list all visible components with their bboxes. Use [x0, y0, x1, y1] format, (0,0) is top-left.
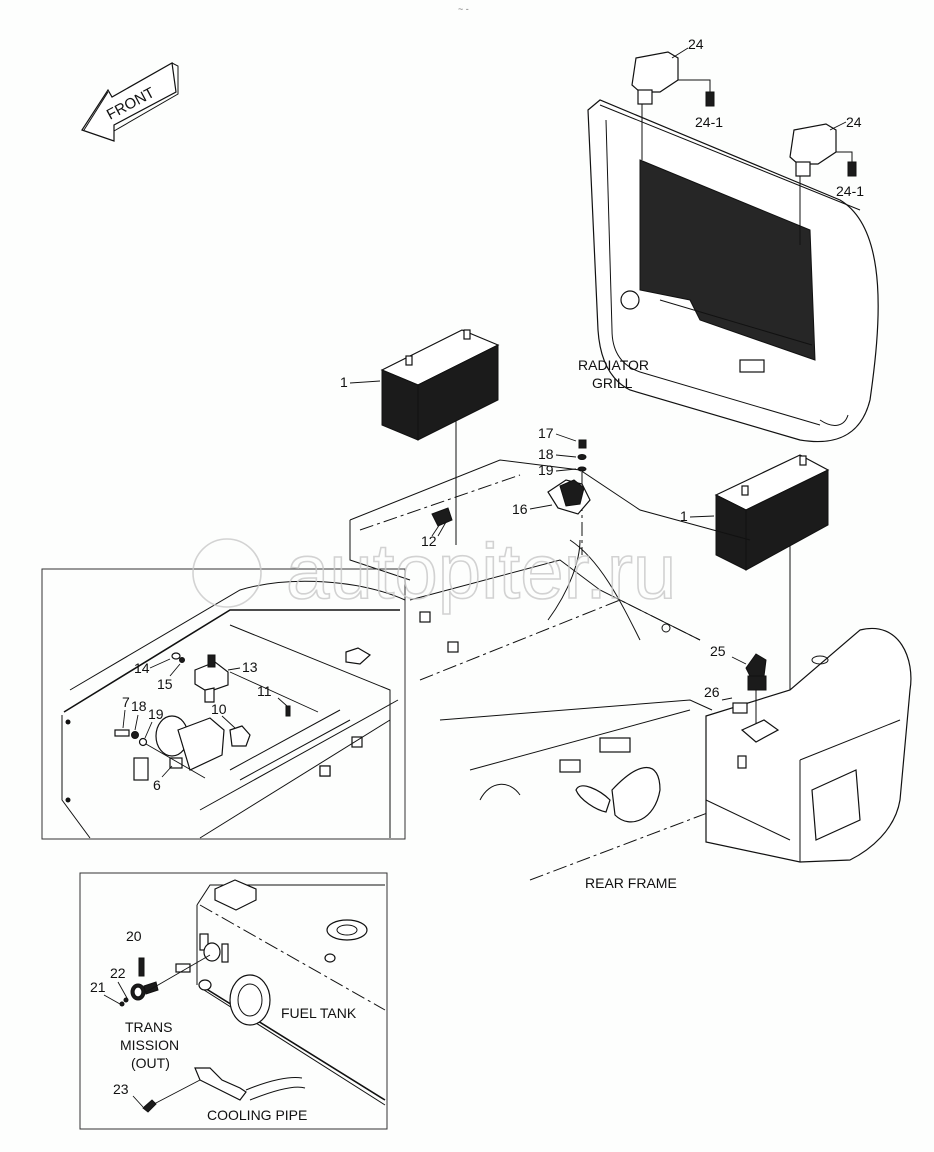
- callout-7: 7: [122, 694, 130, 710]
- callout-1-left: 1: [340, 374, 348, 390]
- callout-16: 16: [512, 501, 528, 517]
- callout-22: 22: [110, 965, 126, 981]
- callout-1-right: 1: [680, 508, 688, 524]
- callout-19-top: 19: [538, 462, 554, 478]
- transmission-label-1: TRANS: [125, 1019, 172, 1035]
- switch-25: [732, 653, 780, 743]
- transmission-label-2: MISSION: [120, 1037, 179, 1053]
- callout-24-1-lower: 24-1: [836, 183, 864, 199]
- inset-fuel-tank: [79, 872, 388, 1130]
- radiator-grill: [587, 99, 879, 443]
- callout-20: 20: [126, 928, 142, 944]
- callout-24-1-upper: 24-1: [695, 114, 723, 130]
- callout-13: 13: [242, 659, 258, 675]
- transmission-label-3: (OUT): [131, 1055, 170, 1071]
- top-mark: ~ -: [458, 4, 469, 14]
- counterweight: [705, 627, 912, 863]
- work-lamp-lower: [789, 123, 857, 245]
- callout-15: 15: [157, 676, 173, 692]
- clips-12: [431, 507, 453, 537]
- radiator-grill-label-1: RADIATOR: [578, 357, 649, 373]
- callout-23: 23: [113, 1081, 129, 1097]
- work-lamp-upper: [631, 51, 715, 160]
- callout-11: 11: [257, 683, 272, 699]
- chassis-frame: [319, 459, 751, 881]
- front-arrow-icon: FRONT: [81, 62, 179, 142]
- callout-17: 17: [538, 425, 554, 441]
- relay-16: [547, 439, 591, 555]
- callout-10: 10: [211, 701, 227, 717]
- cooling-pipe-label: COOLING PIPE: [207, 1107, 307, 1123]
- watermark-text: autopiter.ru: [286, 527, 676, 615]
- callout-18-top: 18: [538, 446, 554, 462]
- callout-21: 21: [90, 979, 106, 995]
- fuel-tank-label: FUEL TANK: [281, 1005, 357, 1021]
- watermark: autopiter.ru: [192, 526, 677, 616]
- callout-12: 12: [421, 533, 437, 549]
- callout-6: 6: [153, 777, 161, 793]
- battery-right: [714, 454, 830, 735]
- callout-26: 26: [704, 684, 720, 700]
- callout-25: 25: [710, 643, 726, 659]
- callout-18-inset: 18: [131, 698, 147, 714]
- battery-left: [380, 329, 500, 545]
- rear-frame-label: REAR FRAME: [585, 875, 677, 891]
- callout-24-upper: 24: [688, 36, 704, 52]
- callout-19-inset: 19: [148, 706, 164, 722]
- inset-battery-box: [41, 568, 406, 840]
- callout-14: 14: [134, 660, 150, 676]
- radiator-grill-label-2: GRILL: [592, 375, 633, 391]
- callout-24-lower: 24: [846, 114, 862, 130]
